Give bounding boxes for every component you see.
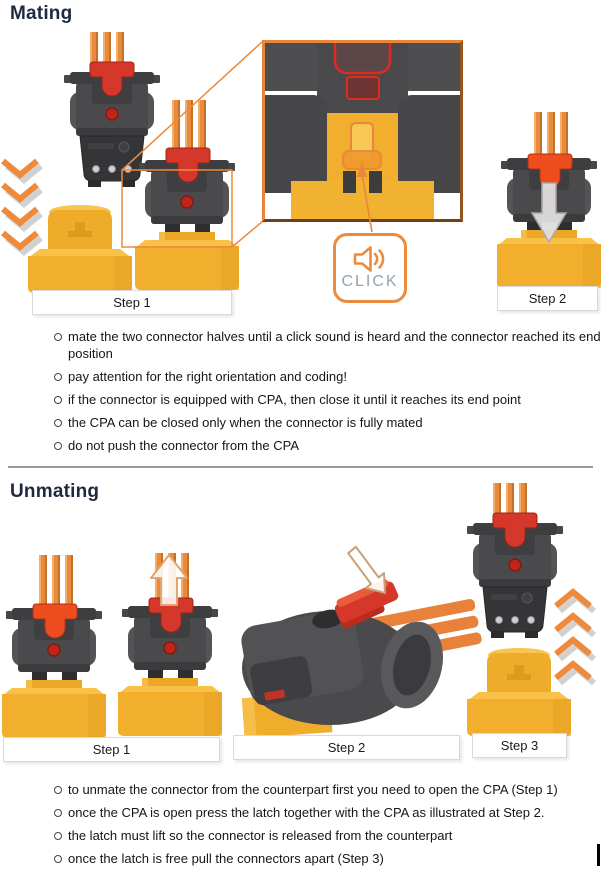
arrow-diagonal-icon — [347, 545, 386, 594]
counterpart-socket — [467, 648, 571, 736]
connector-unmated — [467, 483, 563, 638]
unmating-step-3-label: Step 3 — [472, 733, 567, 758]
list-item: pay attention for the right orientation … — [42, 368, 601, 385]
latch-zoom-callout — [262, 40, 463, 222]
list-item: to unmate the connector from the counter… — [42, 781, 601, 798]
list-item: the CPA can be closed only when the conn… — [42, 414, 601, 431]
bullet-circle-marker — [54, 786, 62, 794]
list-item: do not push the connector from the CPA — [42, 437, 601, 454]
bullet-circle-marker — [54, 809, 62, 817]
connector-mating — [135, 122, 239, 290]
list-item: the latch must lift so the connector is … — [42, 827, 601, 844]
connector-cpa-closed — [2, 570, 106, 738]
list-item: once the CPA is open press the latch tog… — [42, 804, 601, 821]
bullet-circle-marker — [54, 855, 62, 863]
bullet-circle-marker — [54, 396, 62, 404]
list-item: mate the two connector halves until a cl… — [42, 328, 601, 362]
mating-step-2-label: Step 2 — [497, 286, 598, 311]
connector-tilted-latch — [241, 545, 482, 739]
mating-step-1-label: Step 1 — [32, 290, 232, 315]
bullet-circle-marker — [54, 832, 62, 840]
zoom-line — [121, 40, 264, 171]
bullet-circle-marker — [54, 419, 62, 427]
cpa-outline — [333, 43, 392, 75]
section-divider — [8, 466, 593, 468]
list-item: once the latch is free pull the connecto… — [42, 850, 601, 867]
bullet-circle-marker — [54, 373, 62, 381]
chevron-down-arrows-icon — [3, 161, 41, 252]
zoom-line — [231, 220, 264, 248]
mating-heading: Mating — [10, 3, 73, 24]
unmating-illustration — [0, 483, 601, 763]
bullet-circle-marker — [54, 333, 62, 341]
arrow-down-icon — [530, 182, 568, 244]
bullet-circle-marker — [54, 442, 62, 450]
latch-zoom-detail — [265, 43, 460, 219]
unmating-bullets: to unmate the connector from the counter… — [42, 781, 601, 870]
chevron-up-arrows-icon — [556, 592, 594, 683]
click-label: CLICK — [341, 272, 399, 290]
zoom-source-rect — [121, 169, 233, 248]
text-cursor — [597, 844, 600, 866]
unmating-step-2-label: Step 2 — [233, 735, 460, 760]
mating-bullets: mate the two connector halves until a cl… — [42, 328, 601, 460]
arrow-up-icon — [150, 554, 188, 606]
click-callout: CLICK — [333, 233, 407, 303]
speaker-sound-icon — [353, 245, 385, 272]
list-item: if the connector is equipped with CPA, t… — [42, 391, 601, 408]
unmating-heading: Unmating — [10, 481, 100, 502]
mating-illustration — [0, 30, 601, 293]
unmating-step-1-label: Step 1 — [3, 737, 220, 762]
counterpart-socket — [28, 205, 132, 293]
